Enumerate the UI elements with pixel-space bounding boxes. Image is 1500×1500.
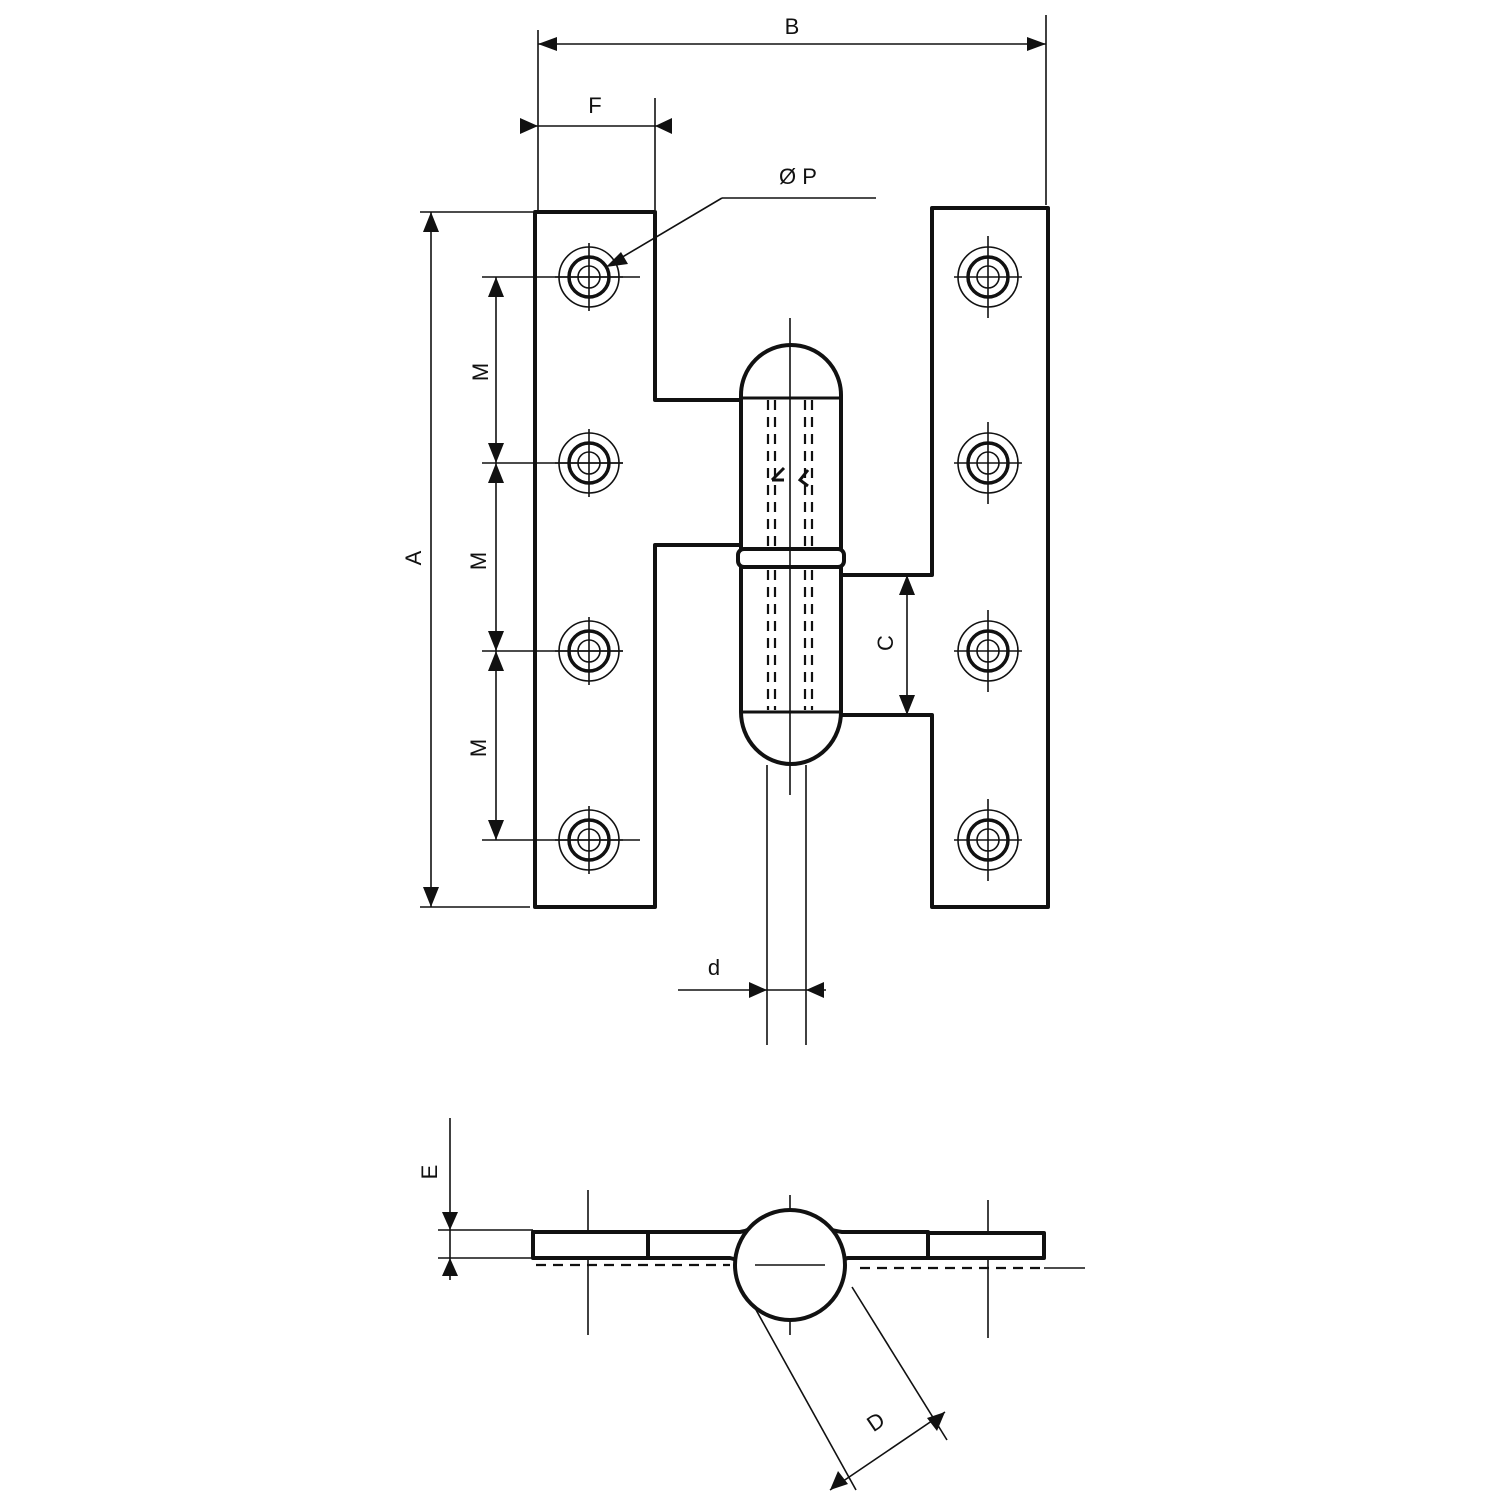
dimension-d: d xyxy=(678,955,826,998)
dim-label-p: Ø P xyxy=(779,164,817,189)
dimension-m: M M M xyxy=(466,276,640,841)
pin-notch-mark xyxy=(770,466,810,488)
screw-hole xyxy=(954,799,1022,881)
dim-label-m3: M xyxy=(466,739,491,757)
front-view: B F Ø P A xyxy=(401,14,1050,1045)
left-leaf xyxy=(533,210,747,909)
screw-hole xyxy=(954,236,1022,318)
screw-hole xyxy=(954,610,1022,692)
dimension-f: F xyxy=(520,93,672,210)
leader-p: Ø P xyxy=(606,164,876,267)
dimension-a: A xyxy=(401,211,533,908)
dimension-b: B xyxy=(537,14,1047,210)
side-right-plate xyxy=(926,1231,1046,1260)
side-view: E D xyxy=(417,1118,1085,1491)
dim-label-d: d xyxy=(708,955,720,980)
side-left-plate xyxy=(531,1230,650,1260)
dim-label-b: B xyxy=(785,14,800,39)
dim-label-m2: M xyxy=(466,552,491,570)
dim-label-d-diameter: D xyxy=(862,1407,889,1437)
screw-hole xyxy=(954,422,1022,504)
dimension-c: C xyxy=(873,575,915,715)
dim-label-e: E xyxy=(417,1165,442,1180)
dim-label-c: C xyxy=(873,635,898,651)
dim-label-a: A xyxy=(401,550,426,565)
dim-label-m1: M xyxy=(468,363,493,381)
knuckle-upper xyxy=(739,343,843,552)
knuckle-lower xyxy=(739,565,843,766)
right-leaf xyxy=(836,206,1050,909)
knuckle-joint-ring xyxy=(736,547,846,569)
dimension-e: E xyxy=(417,1118,533,1280)
dim-label-f: F xyxy=(588,93,601,118)
